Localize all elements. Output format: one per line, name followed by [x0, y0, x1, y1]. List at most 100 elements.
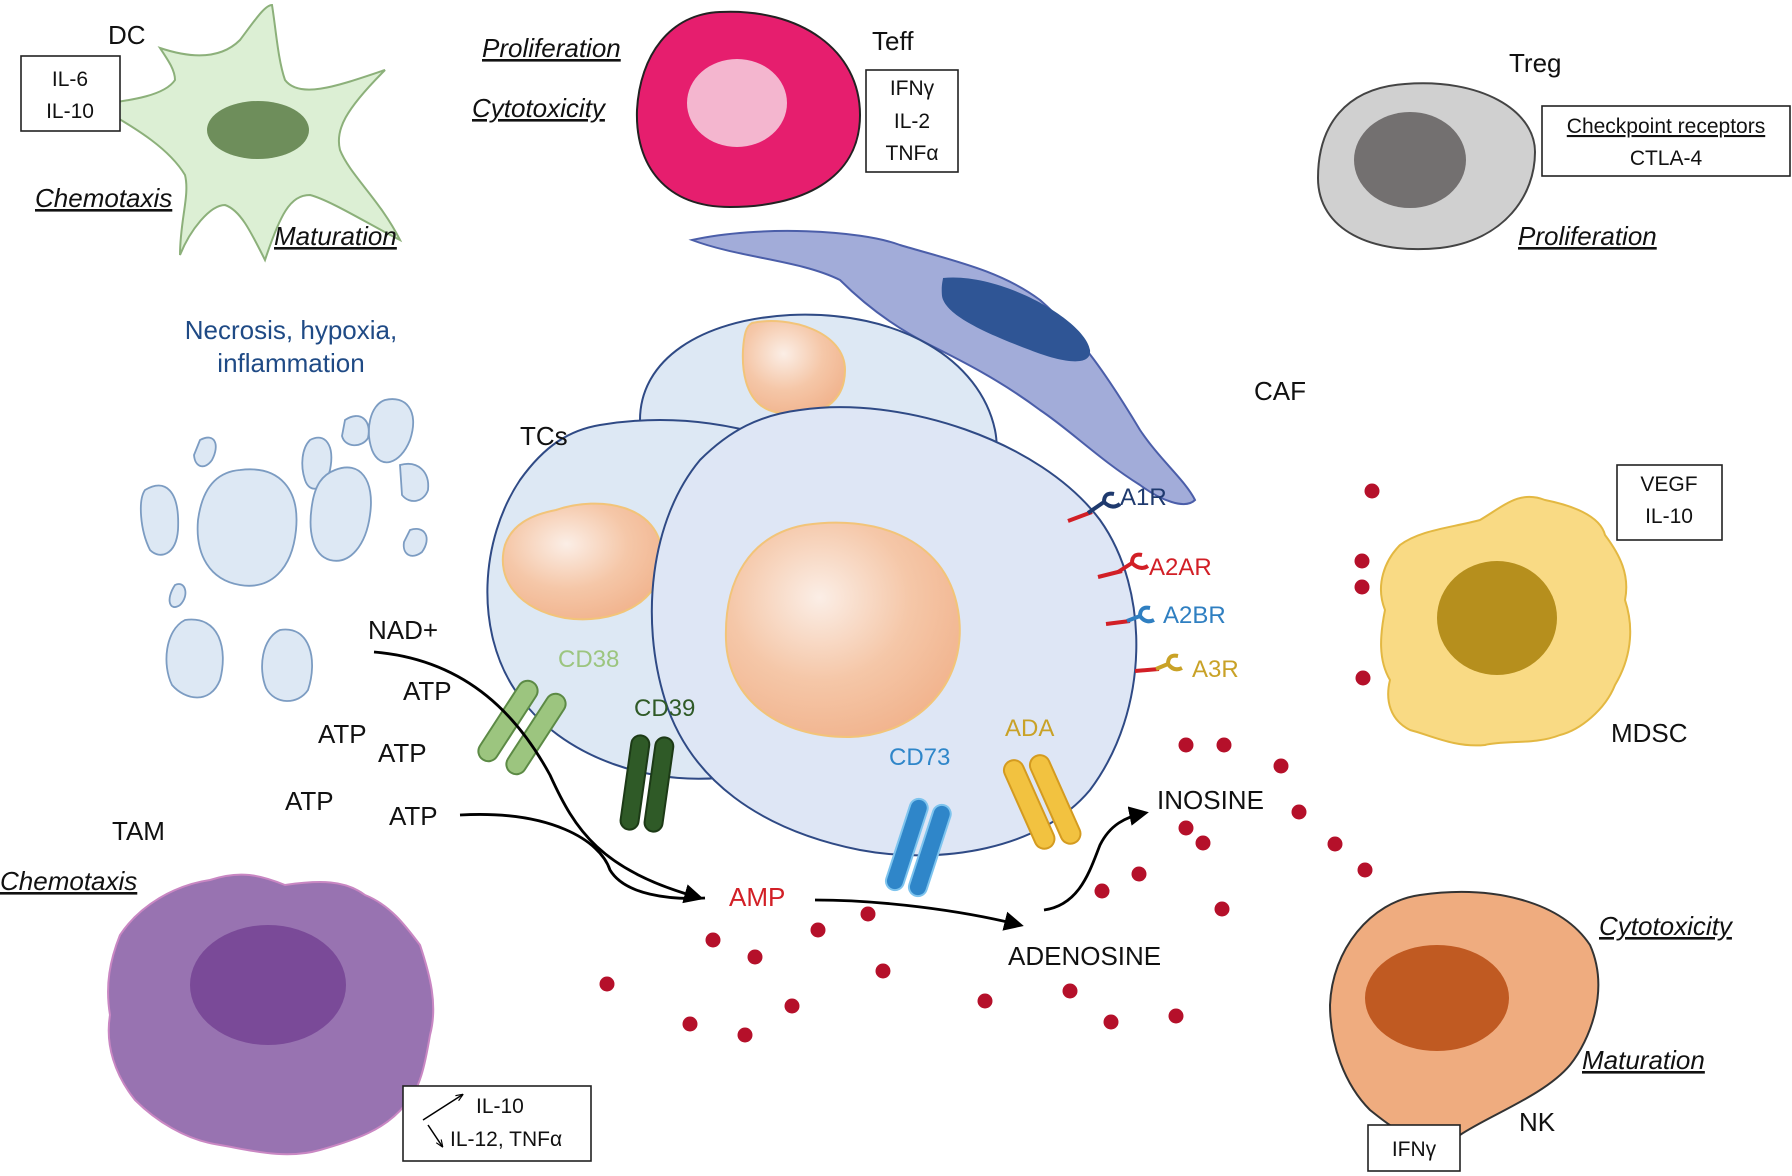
- caf-nucleus: [941, 277, 1091, 362]
- enzyme-cd39-label: CD39: [634, 695, 695, 722]
- adenosine-dot: [1178, 820, 1194, 836]
- treg-nucleus: [1354, 112, 1466, 208]
- adenosine-dot: [1131, 866, 1147, 882]
- debris-fragment: [399, 463, 430, 502]
- teff-cytokine-2: IL-2: [894, 110, 930, 133]
- enzyme-cd73-label: CD73: [889, 744, 950, 771]
- dc-cytokine-2: IL-10: [46, 100, 94, 123]
- dc-name: DC: [108, 20, 146, 50]
- adenosine-dot: [1291, 804, 1307, 820]
- tumor-nucleus-left: [501, 502, 664, 621]
- tam-nucleus: [190, 925, 346, 1045]
- necrosis-debris: [140, 398, 430, 702]
- arrow-atp-to-amp: [459, 813, 706, 900]
- treg-cell: Treg Checkpoint receptors CTLA-4 Prolife…: [1316, 48, 1791, 251]
- up-arrow-icon: [422, 1095, 462, 1121]
- mdsc-nucleus: [1437, 561, 1557, 675]
- debris-fragment: [196, 468, 298, 587]
- enzyme-cd73: CD73: [884, 744, 952, 898]
- adenosine-dot: [1273, 758, 1289, 774]
- treg-receptor-1: Checkpoint receptors: [1567, 115, 1765, 138]
- receptor-a2br-label: A2BR: [1163, 602, 1226, 629]
- teff-name: Teff: [872, 26, 914, 56]
- receptor-a2ar-label: A2AR: [1149, 554, 1212, 581]
- debris-fragment: [341, 415, 370, 447]
- debris-fragment: [140, 484, 180, 556]
- treg-receptor-2: CTLA-4: [1630, 147, 1703, 170]
- debris-fragment: [309, 466, 372, 562]
- adenosine-dot: [1195, 835, 1211, 851]
- nk-cytokine-box: [1367, 1124, 1461, 1172]
- adenosine-dot: [1355, 670, 1371, 686]
- metabolite-atp-1: ATP: [403, 676, 452, 706]
- adenosine-dot: [737, 1027, 753, 1043]
- teff-cytokine-3: TNFα: [886, 142, 939, 165]
- receptor-a3r: A3R: [1134, 653, 1239, 683]
- enzyme-cd39: CD39: [619, 695, 695, 833]
- dc-cytokine-box: [20, 55, 121, 132]
- receptor-a3r-label: A3R: [1192, 656, 1239, 683]
- receptor-a1r-label: A1R: [1120, 484, 1167, 511]
- mdsc-cytokine-1: VEGF: [1640, 473, 1697, 496]
- dc-cell: DC IL-6 IL-10 Chemotaxis Maturation: [20, 3, 403, 263]
- tumor-cells: TCs: [486, 313, 1138, 857]
- nk-name: NK: [1519, 1107, 1556, 1137]
- dc-maturation-label: Maturation: [274, 221, 397, 251]
- treg-receptor-box: [1541, 105, 1791, 177]
- teff-cytotoxicity-label: Cytotoxicity: [472, 93, 607, 123]
- receptor-a1r: A1R: [1067, 484, 1167, 523]
- nk-nucleus: [1365, 945, 1509, 1051]
- tam-cell: TAM Chemotaxis IL-10 IL-12, TNFα: [0, 816, 592, 1162]
- adenosine-dot: [1094, 883, 1110, 899]
- arrow-amp-to-adenosine: [814, 898, 1024, 931]
- tcs-name: TCs: [520, 421, 568, 451]
- adenosine-dots: [599, 483, 1380, 1043]
- tam-cytokine-2: IL-12, TNFα: [450, 1128, 562, 1151]
- nk-cytotoxicity-label: Cytotoxicity: [1599, 911, 1734, 941]
- necrosis-label-line-2: inflammation: [217, 348, 364, 378]
- tam-cytokine-box: [402, 1085, 592, 1162]
- dc-nucleus: [207, 101, 309, 159]
- enzyme-cd38-label: CD38: [558, 646, 619, 673]
- enzyme-ada-label: ADA: [1005, 715, 1054, 742]
- caf-cell: CAF: [688, 229, 1306, 505]
- tam-name: TAM: [112, 816, 165, 846]
- teff-cytokine-box: [865, 69, 959, 173]
- adenosine-dot: [1327, 836, 1343, 852]
- metabolite-atp-4: ATP: [285, 786, 334, 816]
- metabolite-adenosine: ADENOSINE: [1008, 941, 1161, 971]
- adenosine-dot: [1354, 579, 1370, 595]
- receptor-a2ar: A2AR: [1097, 552, 1212, 581]
- metabolite-nad: NAD+: [368, 615, 438, 645]
- adenosine-dot: [1178, 737, 1194, 753]
- dc-cytokine-1: IL-6: [52, 68, 88, 91]
- adenosine-dot: [599, 976, 615, 992]
- metabolite-atp-3: ATP: [378, 738, 427, 768]
- tumor-nucleus-front: [724, 521, 961, 739]
- tam-cytokine-1: IL-10: [476, 1095, 524, 1118]
- adenosine-dot: [1214, 901, 1230, 917]
- adenosine-dot: [1168, 1008, 1184, 1024]
- adenosine-dot: [1354, 553, 1370, 569]
- teff-nucleus: [687, 59, 787, 147]
- adenosine-dot: [1103, 1014, 1119, 1030]
- treg-name: Treg: [1509, 48, 1562, 78]
- treg-proliferation-label: Proliferation: [1518, 221, 1657, 251]
- adenosine-dot: [705, 932, 721, 948]
- debris-fragment: [402, 528, 428, 557]
- mdsc-name: MDSC: [1611, 718, 1688, 748]
- adenosine-dot: [1364, 483, 1380, 499]
- debris-fragment: [261, 628, 313, 702]
- debris-fragment: [168, 583, 187, 608]
- arrow-adenosine-to-inosine: [1043, 806, 1149, 912]
- debris-fragment: [165, 618, 224, 699]
- debris-fragment: [368, 398, 415, 464]
- arrow-nad-to-amp: [373, 650, 704, 904]
- adenosine-dot: [810, 922, 826, 938]
- adenosine-dot: [682, 1016, 698, 1032]
- down-arrow-icon: [427, 1124, 442, 1146]
- enzyme-ada: ADA: [1002, 715, 1082, 850]
- teff-cytokine-1: IFNγ: [890, 77, 935, 100]
- adenosine-dot: [1062, 983, 1078, 999]
